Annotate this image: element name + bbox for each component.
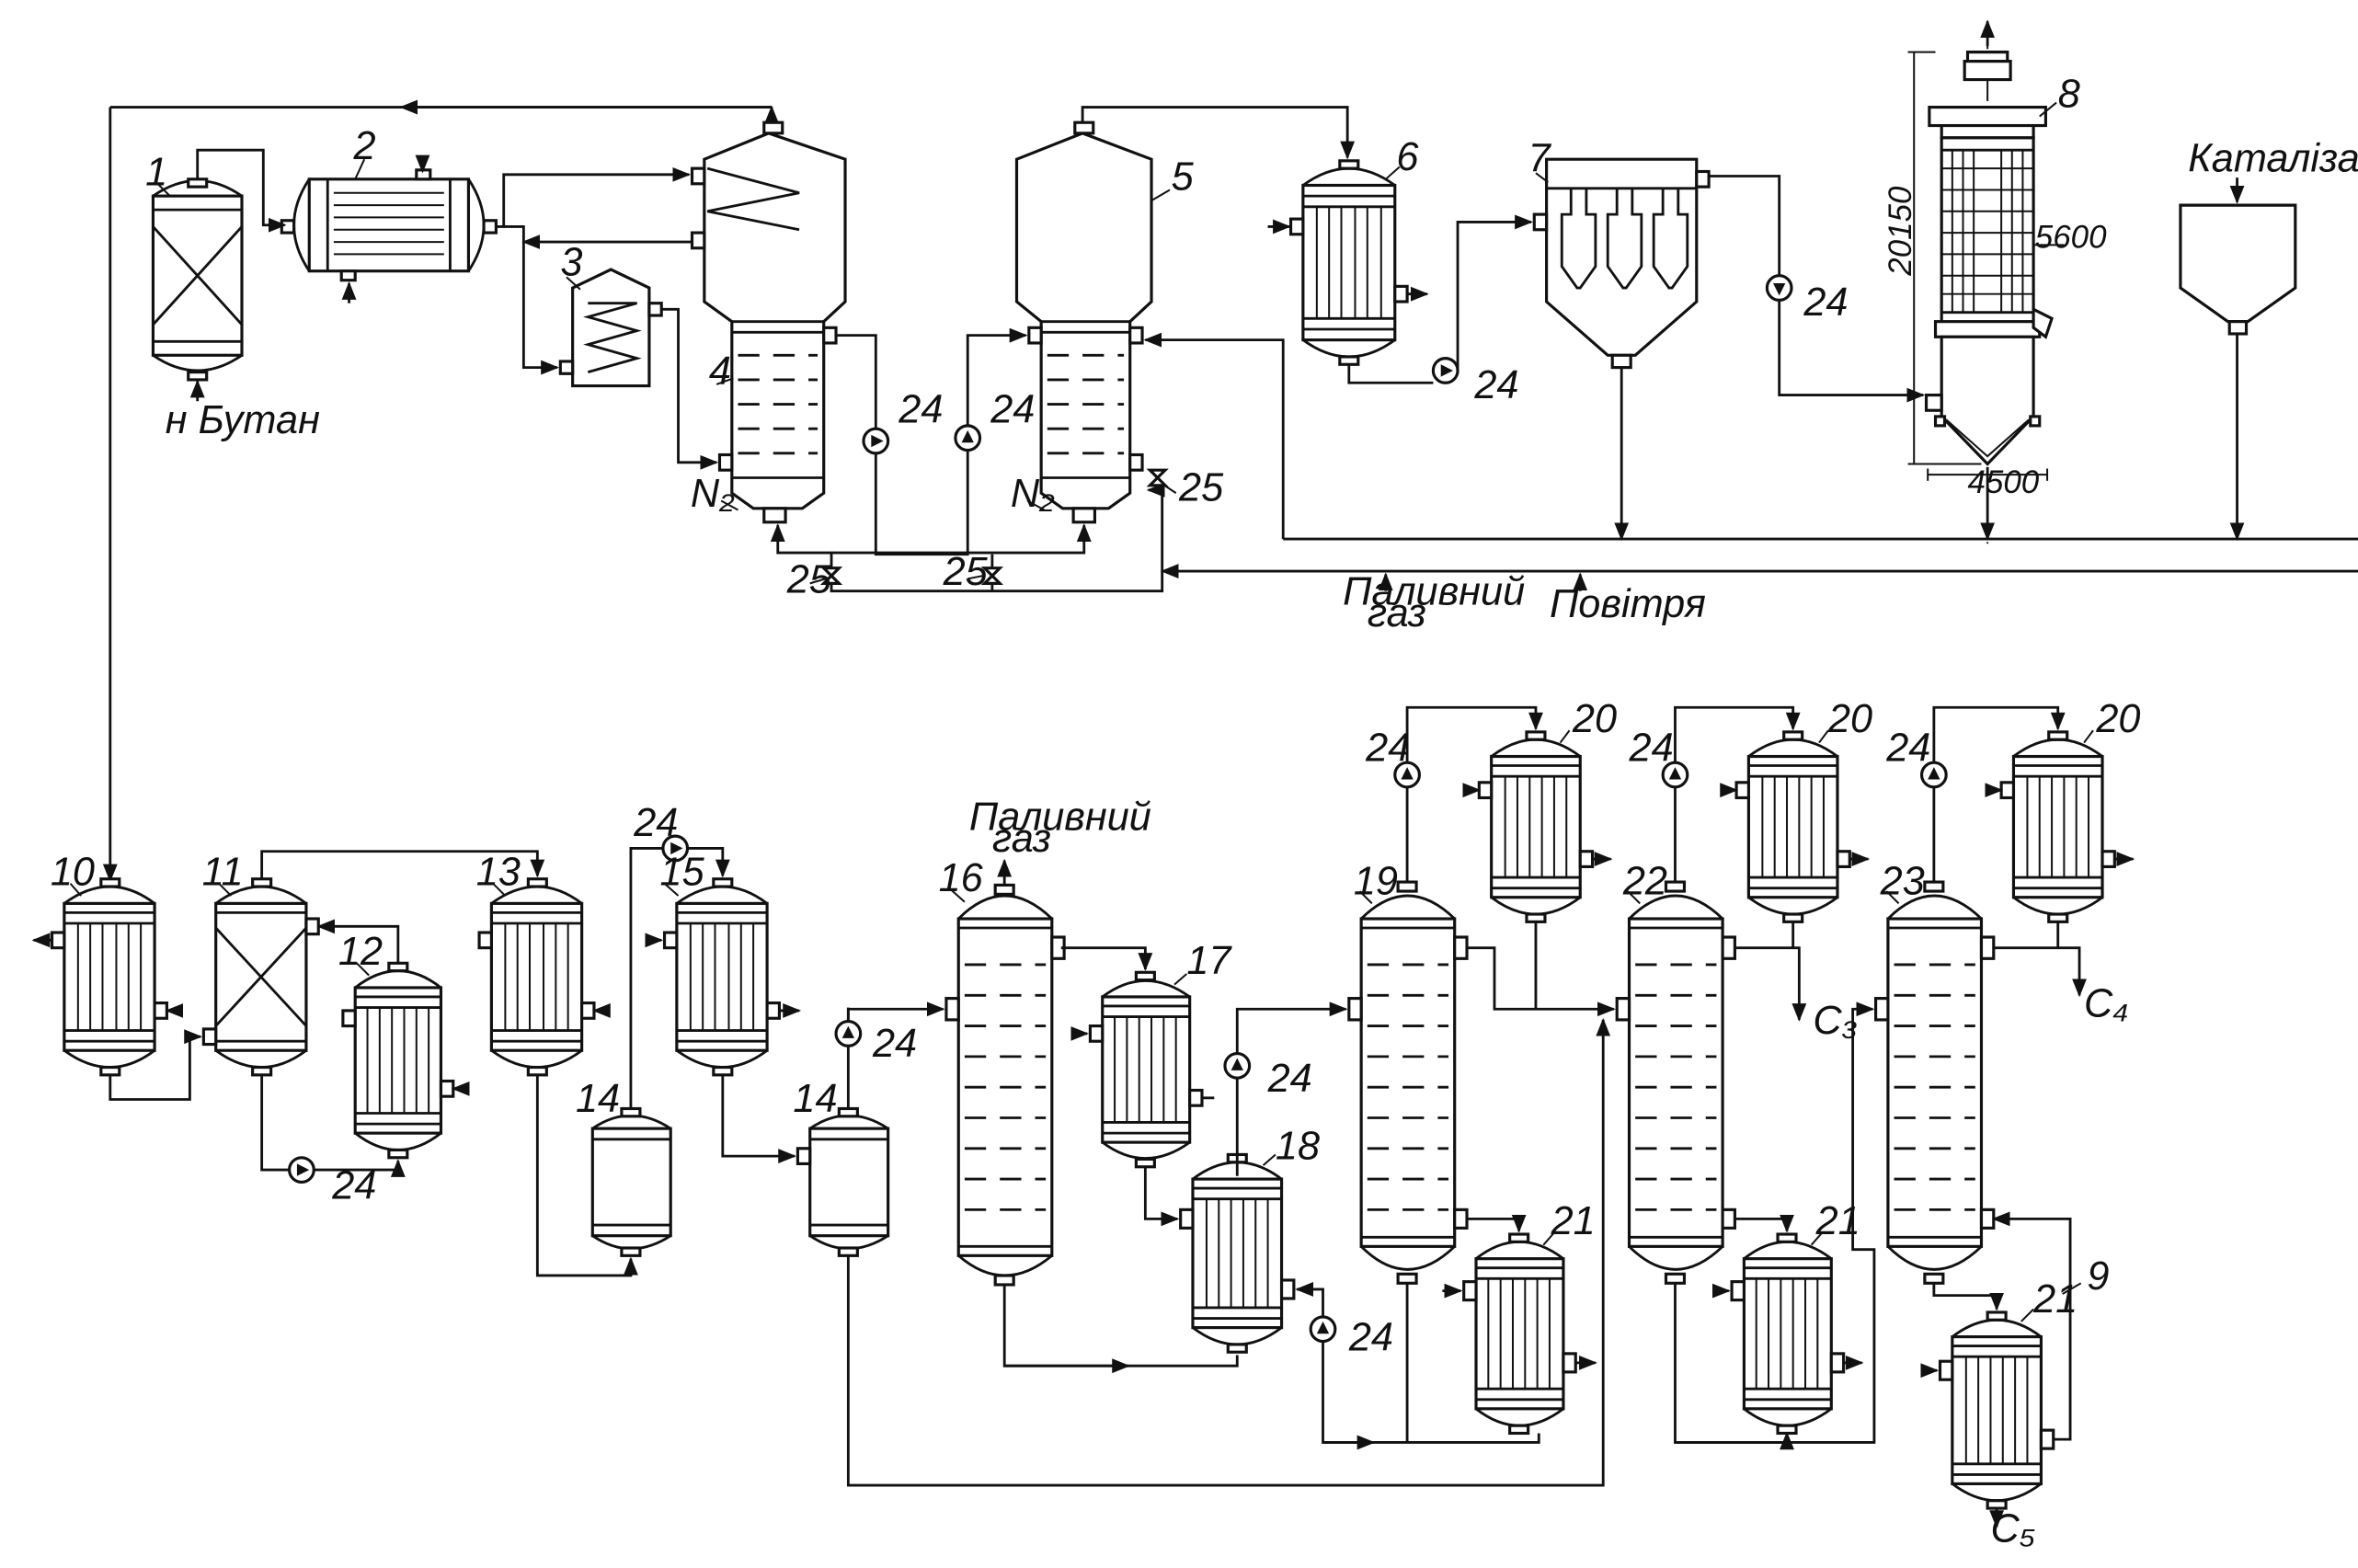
equipment-1-reactor (151, 177, 244, 382)
equipment-14-separator-2 (796, 1106, 890, 1257)
pump-label: 24 (898, 388, 943, 432)
label-4: 4 (709, 349, 731, 394)
pump-label: 24 (1348, 1316, 1393, 1360)
label-8: 8 (2058, 73, 2080, 117)
pump-label: 24 (1885, 727, 1930, 771)
equipment-number-labels: 1 2 3 4 5 6 7 8 9 10 11 12 13 14 14 15 1… (51, 73, 2141, 1322)
equipment-17-condenser (1088, 970, 1204, 1169)
dimension-labels: 20150 5600 4500 (1883, 186, 2107, 500)
pump-label: 24 (1365, 727, 1410, 771)
label-14b: 14 (793, 1077, 837, 1121)
equipment-5-regenerator (1014, 120, 1153, 524)
label-23: 23 (1880, 859, 1925, 903)
equipment-23-column (1874, 880, 1996, 1285)
stream-nitrogen: N₂ (691, 472, 735, 516)
stream-c4: C₄ (2084, 982, 2129, 1026)
equipment-22-column (1615, 880, 1736, 1285)
dimension-height: 20150 (1883, 186, 1918, 277)
label-14a: 14 (576, 1077, 620, 1121)
label-17: 17 (1186, 939, 1232, 983)
label-20a: 20 (1572, 697, 1617, 741)
stream-c5: C₅ (1990, 1507, 2035, 1551)
valve-label: 25 (943, 550, 989, 594)
label-18: 18 (1276, 1124, 1320, 1168)
equipment-11-reactor (201, 877, 320, 1077)
label-7: 7 (1528, 136, 1552, 180)
valve-label: 25 (1178, 465, 1224, 509)
equipment-14-separator (590, 1106, 672, 1257)
label-10: 10 (51, 850, 95, 894)
equipment-8-main-reactor (1907, 21, 2065, 544)
equipment-13-cooler (477, 877, 596, 1077)
stream-air: Повітря (1550, 582, 1706, 626)
equipment-19-column (1347, 880, 1469, 1285)
label-12: 12 (338, 930, 383, 974)
dimension-top-width: 5600 (2035, 220, 2107, 256)
pump-label: 24 (1473, 363, 1518, 407)
label-22: 22 (1622, 859, 1667, 903)
label-15: 15 (660, 850, 705, 894)
label-9: 9 (2087, 1254, 2109, 1299)
label-2: 2 (353, 124, 376, 168)
equipment-12-heat-exchanger (341, 961, 455, 1160)
top-section-pipes (102, 19, 2358, 883)
label-21c: 21 (2032, 1277, 2078, 1322)
label-20b: 20 (1827, 697, 1872, 741)
valve-label: 25 (786, 557, 832, 601)
pump-label: 24 (633, 801, 678, 845)
pump-label: 24 (990, 388, 1035, 432)
equipment-4-regenerator (690, 120, 847, 524)
equipment-21-reboiler-3 (1938, 1310, 2055, 1510)
label-5: 5 (1172, 155, 1195, 199)
label-16: 16 (939, 856, 984, 900)
stream-fuel-gas-2: газ (1368, 591, 1426, 635)
equipment-2-heat-exchanger (280, 168, 498, 282)
equipment-21-reboiler (1462, 1232, 1577, 1436)
pump-label: 24 (1803, 280, 1848, 325)
stream-fuel-gas-bottom-2: газ (992, 817, 1051, 861)
equipment-20-condenser-3 (1999, 730, 2116, 923)
pump-labels: 24 24 24 24 24 24 24 24 24 24 24 24 25 2… (331, 280, 1930, 1360)
label-6: 6 (1396, 135, 1419, 179)
stream-labels: н Бутан Каталізатор Паливний газ Повітря… (166, 136, 2358, 1551)
equipment-10-cooler (50, 877, 168, 1077)
stream-butane: н Бутан (166, 398, 320, 442)
equipment-21-reboiler-2 (1730, 1232, 1846, 1436)
label-19: 19 (1354, 859, 1398, 903)
catalyst-hopper (2179, 203, 2297, 336)
equipment-7-cyclone-separator (1532, 157, 1711, 370)
stream-fuel-gas: Паливний (1343, 570, 1525, 614)
stream-fuel-gas-bottom: Паливний (969, 795, 1151, 839)
label-21a: 21 (1551, 1199, 1596, 1243)
stream-catalyst: Каталізатор (2188, 136, 2358, 180)
pump-label: 24 (331, 1164, 376, 1208)
pump-label: 24 (1267, 1057, 1312, 1101)
equipment-20-condenser-2 (1734, 730, 1851, 923)
label-11: 11 (202, 850, 244, 894)
equipment-6-cooler (1288, 159, 1409, 366)
pump-label: 24 (872, 1022, 917, 1066)
equipment-18-reboiler (1179, 1152, 1296, 1354)
equipment-3-heater (558, 268, 663, 388)
equipment-16-column (944, 883, 1066, 1287)
equipment-15-cooler (662, 877, 782, 1077)
pump-label: 24 (1629, 727, 1674, 771)
label-leaders (69, 101, 2094, 1322)
stream-c3: C₃ (1813, 999, 1857, 1043)
equipment-20-condenser (1477, 730, 1595, 923)
label-21b: 21 (1815, 1199, 1860, 1243)
stream-nitrogen-2: N₂ (1011, 472, 1055, 516)
label-20c: 20 (2095, 697, 2140, 741)
label-1: 1 (145, 150, 167, 194)
label-13: 13 (476, 850, 521, 894)
dimension-bottom-width: 4500 (1967, 464, 2039, 500)
label-3: 3 (560, 241, 582, 285)
